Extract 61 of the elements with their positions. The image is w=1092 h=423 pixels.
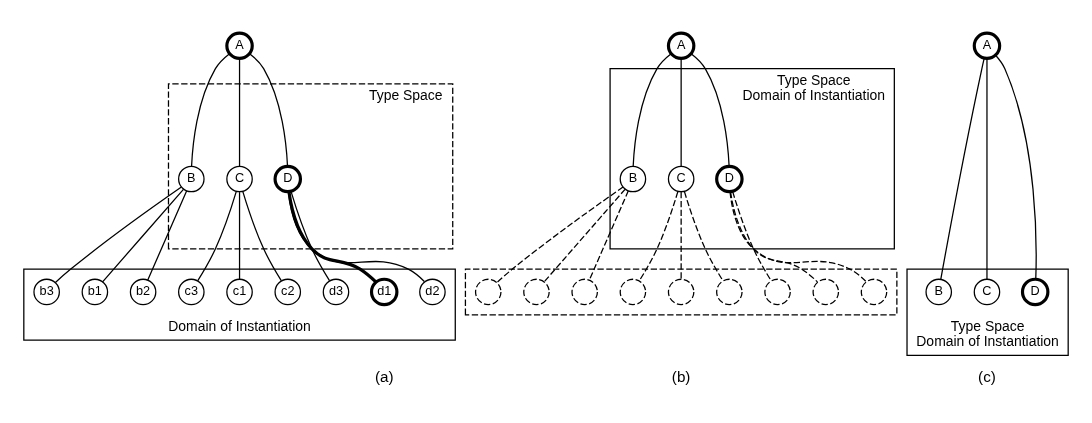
connector (287, 191, 377, 283)
node-circle (474, 278, 502, 305)
node-circle: C (667, 165, 695, 192)
connector (680, 190, 682, 280)
connector (680, 57, 682, 167)
node-circle: B (178, 165, 205, 192)
connector (683, 190, 724, 281)
node-circle (764, 278, 791, 305)
node-circle (619, 278, 647, 305)
node-circle: A (225, 31, 254, 60)
connector (290, 190, 331, 281)
connector (588, 189, 629, 281)
node-circle (860, 278, 888, 305)
node-circle: B (619, 165, 647, 192)
cluster (464, 267, 898, 315)
node-circle: B (925, 278, 953, 305)
node-circle: D (715, 164, 744, 193)
node-circle: A (972, 31, 1002, 60)
node-circle: c2 (274, 278, 302, 305)
node-circle (523, 278, 550, 305)
connector (242, 190, 282, 281)
connector (986, 57, 988, 280)
connector (995, 54, 1037, 280)
connector (690, 52, 730, 167)
node-circle: C (973, 278, 1001, 305)
node-circle (571, 278, 599, 305)
node-circle: c3 (178, 278, 205, 305)
connector (197, 190, 237, 281)
connector (101, 188, 185, 282)
connector (147, 189, 188, 281)
connector (729, 190, 867, 282)
connector (940, 57, 985, 280)
connector (249, 52, 289, 167)
connector (54, 185, 183, 283)
node-circle: d1 (369, 277, 399, 306)
node-circle: d3 (322, 278, 350, 305)
node-circle: b2 (129, 278, 157, 305)
node-circle (716, 278, 743, 305)
label: (b) (671, 367, 691, 385)
node-circle (667, 278, 695, 305)
connector (638, 190, 679, 281)
connector (732, 190, 772, 281)
node-circle: D (1020, 277, 1050, 306)
connector (238, 190, 241, 280)
label: (a) (374, 367, 394, 385)
node-circle: b3 (33, 278, 60, 305)
node-circle: b1 (81, 278, 109, 305)
connector (632, 52, 672, 167)
node-circle: d2 (419, 278, 446, 305)
connector (287, 190, 425, 282)
connector (543, 188, 626, 282)
node-circle: c1 (226, 278, 253, 305)
node-circle: A (666, 31, 696, 60)
connector (729, 190, 819, 283)
connector (238, 57, 241, 167)
node-circle (812, 278, 840, 305)
connector (190, 52, 230, 167)
node-circle: D (273, 164, 303, 193)
node-circle: C (226, 165, 253, 192)
connector (496, 185, 624, 283)
label: (c) (978, 367, 996, 385)
